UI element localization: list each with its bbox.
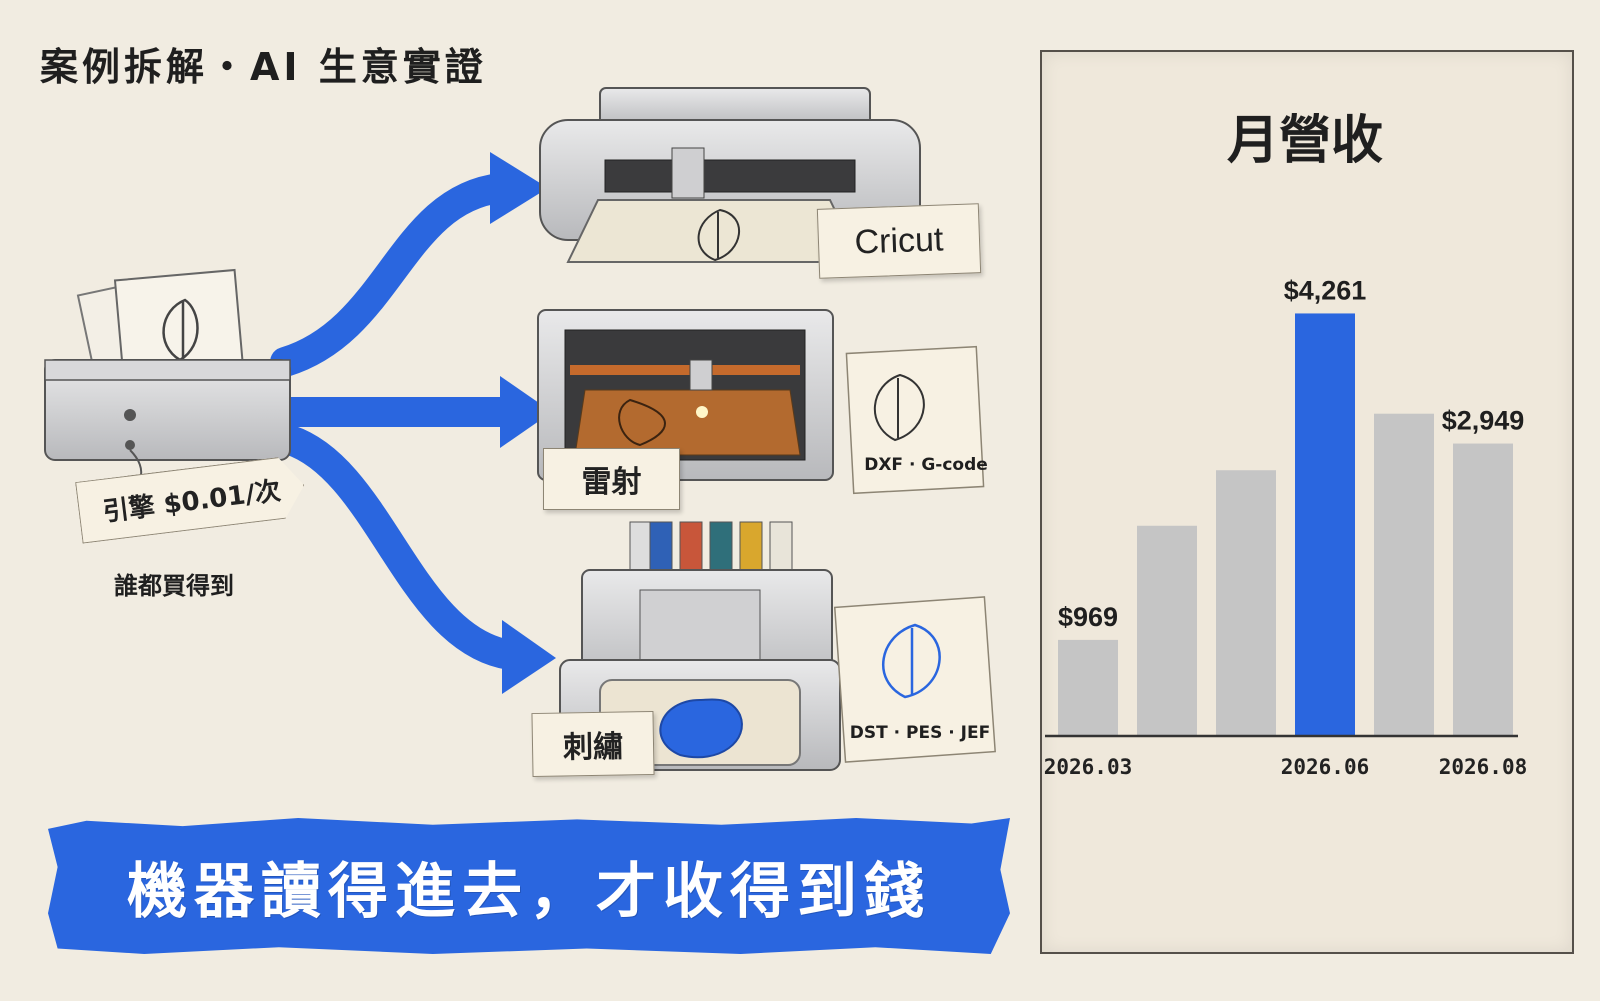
tagline-banner: 機器讀得進去，才收得到錢: [48, 818, 1010, 954]
arrow-to-embroidery: [275, 425, 525, 670]
laser-label-text: 雷射: [581, 465, 642, 500]
bar-2026.03: [1058, 639, 1118, 736]
tagline-text: 機器讀得進去，才收得到錢: [127, 856, 931, 927]
data-labels: $969 $4,261 $2,949: [1058, 275, 1524, 631]
printer-icon: [44, 268, 291, 491]
embroidery-label-text: 刺繡: [562, 729, 624, 766]
arrows: [270, 173, 525, 670]
bar-2026.08: [1453, 443, 1513, 736]
bar-2026.05: [1216, 470, 1276, 736]
laser-format-text: DXF · G-code: [864, 455, 988, 475]
bar-2026.06: [1295, 313, 1355, 736]
tick-labels: 2026.03 2026.06 2026.08: [1044, 755, 1528, 779]
laser-machine-icon: [537, 309, 834, 481]
embroidery-format-text: DST · PES · JEF: [849, 723, 991, 743]
tick-label-0: 2026.03: [1044, 755, 1133, 779]
tick-label-3: 2026.06: [1281, 755, 1370, 779]
chart-title: 月營收: [1227, 111, 1383, 171]
arrow-to-cricut: [270, 173, 515, 377]
format-cards: [833, 345, 996, 763]
bar-2026.07: [1374, 413, 1434, 736]
cricut-label-text: Cricut: [853, 219, 945, 262]
embroidery-label: 刺繡: [531, 710, 655, 778]
cricut-label: Cricut: [816, 203, 982, 279]
laser-label: 雷射: [543, 448, 680, 510]
data-label-5: $2,949: [1442, 406, 1525, 436]
source-caption: 誰都買得到: [114, 572, 234, 600]
revenue-chart: 月營收 2026.03 2026.06 2026.08 $969 $4,261 $2,9…: [1044, 111, 1528, 779]
data-label-3: $4,261: [1284, 275, 1367, 305]
price-tag-label: 引擎 $0.01/次: [101, 475, 283, 528]
arrowhead-cricut: [490, 152, 548, 224]
data-label-0: $969: [1058, 602, 1118, 632]
arrowhead-embroidery: [502, 620, 556, 694]
tick-label-5: 2026.08: [1439, 755, 1528, 779]
workflow-illustration: [44, 87, 996, 771]
bars: [1058, 313, 1513, 736]
page-title: 案例拆解・AI 生意實證: [40, 45, 487, 89]
arrowhead-laser: [500, 376, 552, 448]
bar-2026.04: [1137, 525, 1197, 736]
